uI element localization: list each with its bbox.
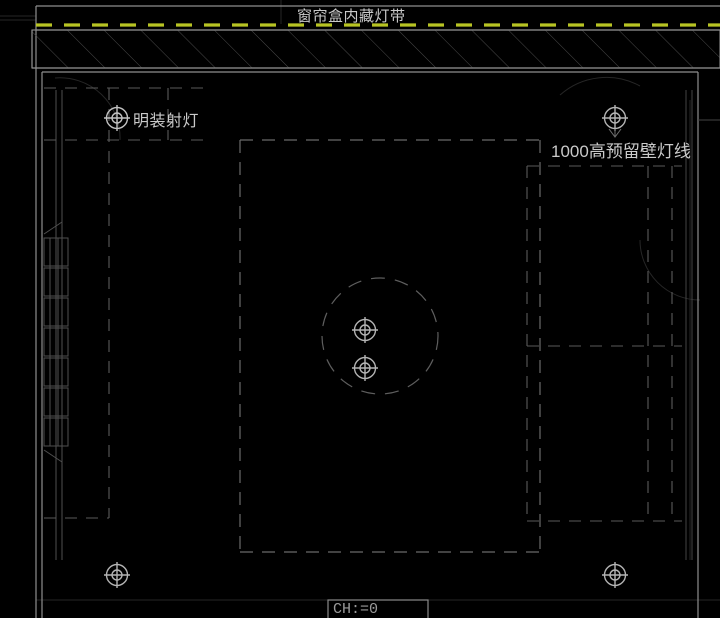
- spotlight-bottom-right-icon: [602, 562, 628, 588]
- left-dashed-region: [44, 87, 209, 519]
- ceiling-height-label: CH:=0: [333, 601, 379, 618]
- spotlight-fixtures[interactable]: [104, 105, 628, 588]
- spotlight-legend-label: 明装射灯: [133, 113, 200, 130]
- wall-lamp-label: 1000高预留壁灯线: [551, 142, 691, 161]
- faint-background-geometry: [0, 0, 720, 601]
- outer-frame: [31, 5, 720, 618]
- curtain-box-label: 窗帘盒内藏灯带: [297, 8, 406, 25]
- leader-lines: [608, 128, 622, 138]
- main-dashed-region: [239, 139, 541, 553]
- left-wall-detail: [43, 90, 69, 560]
- spotlight-legend-icon: [104, 105, 130, 131]
- spotlight-center-upper-icon: [352, 317, 378, 343]
- ceiling-height-tag-box: [327, 599, 429, 618]
- inner-room-outline: [41, 71, 699, 618]
- spotlight-bottom-left-icon: [104, 562, 130, 588]
- spotlight-top-right-icon: [602, 105, 628, 131]
- hatched-ceiling-band: [31, 29, 720, 69]
- right-wall-detail: [685, 90, 720, 560]
- spotlight-center-lower-icon: [352, 355, 378, 381]
- right-dashed-region: [526, 165, 682, 522]
- ceiling-circle-feature: [321, 277, 439, 395]
